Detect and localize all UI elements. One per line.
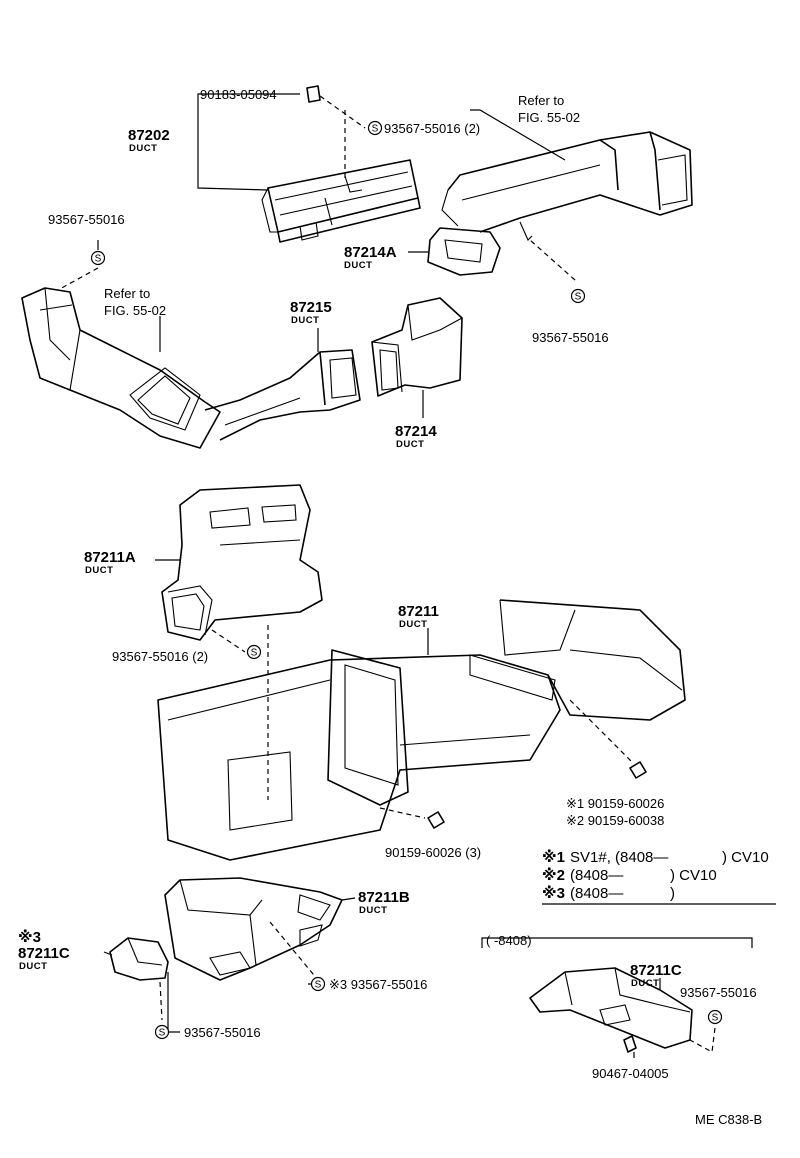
- screw-symbol-87211b: S: [310, 976, 326, 992]
- label-93567-55016-left: 93567-55016: [48, 212, 125, 227]
- label-87211c-left: 87211C: [18, 945, 70, 962]
- part-87211a: [161, 484, 323, 641]
- svg-text:S: S: [95, 254, 102, 265]
- label-87215: 87215: [290, 299, 332, 316]
- part-87214a-duct: [427, 131, 693, 276]
- label-90467-04005: 90467-04005: [592, 1066, 669, 1081]
- svg-text:) CV10: ) CV10: [670, 867, 717, 884]
- part-87214: [371, 297, 463, 397]
- svg-text:) CV10: ) CV10: [722, 849, 769, 866]
- label-87202: 87202: [128, 127, 170, 144]
- applicability-notes: ※1 SV1#, (8408— ) CV10 ※2 (8408— ) CV10 …: [542, 848, 769, 902]
- label-87211: 87211: [398, 603, 439, 620]
- label-fig-55-02-2: FIG. 55-02: [104, 303, 166, 318]
- label-93567-55016-star3: ※3 93567-55016: [329, 977, 427, 992]
- label-87215-duct: DUCT: [291, 315, 319, 326]
- label-fig-55-02-1: FIG. 55-02: [518, 110, 580, 125]
- label-87211b: 87211B: [358, 889, 410, 906]
- note-2: ※2 (8408— ) CV10: [542, 866, 717, 884]
- svg-text:S: S: [575, 292, 582, 303]
- label-93567-55016-right: 93567-55016: [532, 330, 609, 345]
- note-1: ※1 SV1#, (8408— ) CV10: [542, 848, 769, 866]
- svg-text:): ): [670, 885, 675, 902]
- label-87211c-left-duct: DUCT: [19, 961, 47, 972]
- svg-text:SV1#, (8408—: SV1#, (8408—: [570, 849, 668, 866]
- label-87214a: 87214A: [344, 244, 397, 261]
- note-3: ※3 (8408— ): [542, 884, 675, 902]
- part-87211b: [164, 877, 343, 981]
- label-93567-55016-2: 93567-55016 (2): [112, 649, 208, 664]
- svg-text:S: S: [712, 1013, 719, 1024]
- svg-text:S: S: [372, 124, 379, 135]
- screw-symbol-bottom: S: [154, 1024, 170, 1040]
- label-90159-60038-star2: ※2 90159-60038: [566, 813, 664, 828]
- svg-text:※3: ※3: [542, 884, 565, 902]
- label-87211-duct: DUCT: [399, 619, 427, 630]
- label-refer-to-2: Refer to: [104, 286, 150, 301]
- screw-symbols: S S S S S S S: [90, 120, 723, 1040]
- svg-text:S: S: [251, 648, 258, 659]
- clip-90183: [306, 85, 321, 103]
- label-90159-60026-star1: ※1 90159-60026: [566, 796, 664, 811]
- screw-symbol-left: S: [90, 250, 106, 266]
- bolt-90159-b: [427, 811, 445, 829]
- screw-symbol-br: S: [707, 1009, 723, 1025]
- label-star3: ※3: [18, 928, 41, 946]
- diagram-code: ME C838-B: [695, 1112, 762, 1127]
- dashed-leaders: [57, 95, 716, 1053]
- label-90183-05094: 90183-05094: [200, 87, 277, 102]
- svg-text:(8408—: (8408—: [570, 867, 623, 884]
- label-87211b-duct: DUCT: [359, 905, 387, 916]
- fasteners: [306, 85, 647, 1053]
- svg-text:S: S: [315, 980, 322, 991]
- svg-text:※1: ※1: [542, 848, 565, 866]
- label-87214a-duct: DUCT: [344, 260, 372, 271]
- svg-text:S: S: [159, 1028, 166, 1039]
- bolt-90159-a: [629, 761, 647, 779]
- label-87214-duct: DUCT: [396, 439, 424, 450]
- label-87211a: 87211A: [84, 549, 136, 566]
- label-93567-55016-2-top: 93567-55016 (2): [384, 121, 480, 136]
- label-87211a-duct: DUCT: [85, 565, 113, 576]
- label-93567-55016-bottom: 93567-55016: [184, 1025, 261, 1040]
- label-90159-60026-3: 90159-60026 (3): [385, 845, 481, 860]
- part-87215: [204, 349, 361, 441]
- part-87211c-right: [529, 967, 693, 1049]
- part-87211: [157, 599, 686, 861]
- screw-symbol-right: S: [570, 288, 586, 304]
- clip-90467: [623, 1035, 637, 1053]
- part-left-long-duct: [21, 287, 221, 449]
- label-refer-to-1: Refer to: [518, 93, 564, 108]
- screw-symbol-top: S: [367, 120, 383, 136]
- label-87214: 87214: [395, 423, 437, 440]
- part-labels: 90183-05094 93567-55016 (2) Refer to FIG…: [18, 87, 762, 1127]
- leader-lines: [97, 93, 776, 1058]
- part-87211c-left: [109, 937, 169, 981]
- label-87211c-right: 87211C: [630, 962, 682, 979]
- label-87202-duct: DUCT: [129, 143, 157, 154]
- label-93567-55016-br: 93567-55016: [680, 985, 757, 1000]
- label-range-8408: ( -8408): [486, 933, 532, 948]
- svg-text:(8408—: (8408—: [570, 885, 623, 902]
- part-87202: [261, 159, 421, 243]
- screw-symbol-87211a: S: [246, 644, 262, 660]
- label-87211c-right-duct: DUCT: [631, 978, 659, 989]
- svg-text:※2: ※2: [542, 866, 565, 884]
